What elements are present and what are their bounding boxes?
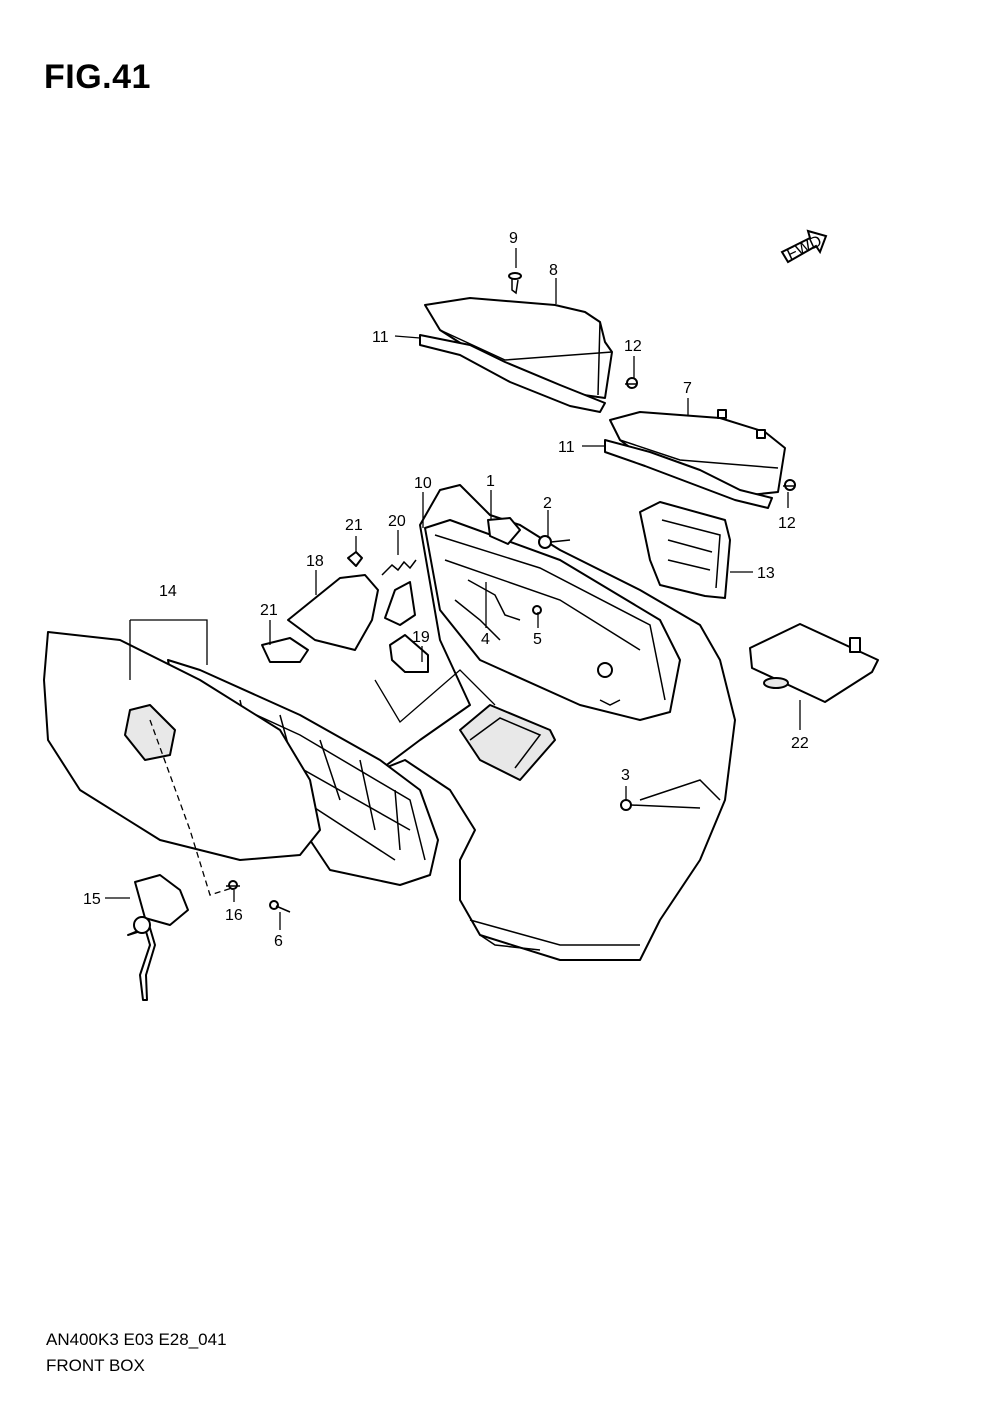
callout-19: 20 bbox=[388, 513, 406, 530]
callout-14: 14 bbox=[159, 583, 177, 600]
callout-3: 3 bbox=[621, 767, 630, 784]
part-19-spring bbox=[381, 559, 417, 576]
part-16-screw bbox=[226, 880, 240, 890]
callout-17: 18 bbox=[306, 553, 324, 570]
part-12-screw-b bbox=[783, 479, 796, 491]
part-20-clip bbox=[347, 551, 363, 567]
part-18-hinge bbox=[384, 581, 429, 673]
figure-title: FIG.41 bbox=[44, 58, 151, 96]
fwd-label: FWD bbox=[784, 233, 824, 264]
callout-10: 10 bbox=[414, 475, 432, 492]
callout-1: 1 bbox=[486, 473, 495, 490]
part-14-outer-lid bbox=[43, 631, 321, 861]
callout-13: 13 bbox=[757, 565, 775, 582]
part-9-screw bbox=[508, 272, 522, 295]
part-6-screw bbox=[269, 900, 291, 913]
callout-22: 22 bbox=[791, 735, 809, 752]
callout-4: 4 bbox=[481, 631, 490, 648]
front-box-body bbox=[379, 484, 736, 961]
part-8-cover bbox=[424, 297, 613, 399]
figure-name: FRONT BOX bbox=[46, 1356, 145, 1375]
callout-20: 21 bbox=[345, 517, 363, 534]
callout-11-lower: 11 bbox=[558, 439, 575, 456]
part-17-small-lid bbox=[287, 574, 379, 651]
callout-21: 21 bbox=[260, 602, 278, 619]
callout-16: 16 bbox=[225, 907, 243, 924]
part-2-screw bbox=[538, 535, 571, 549]
fwd-arrow-icon: FWD bbox=[780, 229, 828, 264]
callout-6: 6 bbox=[274, 933, 283, 950]
part-11-seal-upper bbox=[419, 334, 606, 413]
part-11-seal-lower bbox=[604, 439, 773, 509]
part-13-bracket bbox=[639, 501, 731, 599]
callout-11-upper: 11 bbox=[372, 329, 389, 346]
callout-12-lower: 12 bbox=[778, 515, 796, 532]
part-15-key-lock bbox=[127, 874, 189, 1001]
leader-body-dashed bbox=[374, 669, 496, 723]
part-22-lid bbox=[749, 623, 879, 703]
part-1-clip bbox=[487, 517, 521, 545]
callout-5: 5 bbox=[533, 631, 542, 648]
callout-12-upper: 12 bbox=[624, 338, 642, 355]
callout-15: 15 bbox=[83, 891, 101, 908]
callout-18: 19 bbox=[412, 629, 430, 646]
part-12-screw-a bbox=[625, 377, 638, 389]
lid-handle-recess bbox=[124, 704, 176, 761]
model-code: AN400K3 E03 E28_041 bbox=[46, 1330, 227, 1349]
callout-8: 8 bbox=[549, 262, 558, 279]
part-4-rod bbox=[467, 579, 521, 621]
leader-11-upper bbox=[394, 335, 421, 339]
leader-14 bbox=[129, 619, 208, 680]
part-5-screw bbox=[532, 605, 542, 615]
leader-lock-dashed bbox=[149, 719, 233, 896]
part-21-latch bbox=[261, 637, 309, 663]
callout-7: 7 bbox=[683, 380, 692, 397]
callout-2: 2 bbox=[543, 495, 552, 512]
callout-9: 9 bbox=[509, 230, 518, 247]
